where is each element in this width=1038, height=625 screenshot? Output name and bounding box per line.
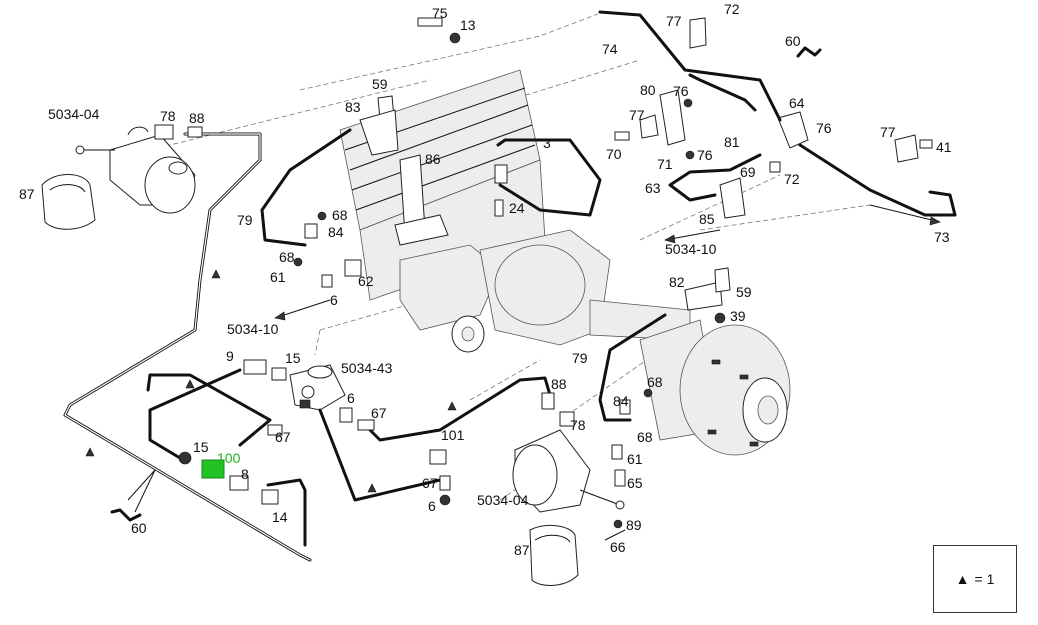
label-62: 62 [358,273,374,289]
brake-chamber-upper [75,126,196,214]
heat-shields [41,174,579,586]
label-61: 61 [270,269,286,285]
label-81: 81 [724,134,740,150]
label-69: 69 [740,164,756,180]
label-67: 67 [371,405,387,421]
label-3: 3 [543,135,551,151]
legend-text: = 1 [974,571,995,587]
label-24: 24 [509,200,525,216]
label-15: 15 [193,439,209,455]
label-41: 41 [936,139,952,155]
label-78: 78 [160,108,176,124]
label-89: 89 [626,517,642,533]
label-75: 75 [432,5,448,21]
label-5034-10: 5034-10 [227,321,279,337]
label-64: 64 [789,95,805,111]
label-15: 15 [285,350,301,366]
label-60: 60 [785,33,801,49]
label-77: 77 [880,124,896,140]
reference-arrows [127,204,941,513]
label-86: 86 [425,151,441,167]
label-82: 82 [669,274,685,290]
wheel-hub-right [639,319,791,456]
label-88: 88 [551,376,567,392]
brackets [359,17,919,311]
triangle-markers [85,269,457,493]
label-66: 66 [610,539,626,555]
label-76: 76 [697,147,713,163]
label-77: 77 [666,13,682,29]
label-76: 76 [816,120,832,136]
label-59: 59 [736,284,752,300]
label-72: 72 [784,171,800,187]
label-74: 74 [602,41,618,57]
label-5034-43: 5034-43 [341,360,393,376]
triangle-icon: ▲ [955,571,970,587]
label-5034-10: 5034-10 [665,241,717,257]
brake-valve [289,364,346,411]
label-60: 60 [131,520,147,536]
part-labels: 75 13 77 72 74 60 5034-04 78 88 59 83 3 … [19,1,952,558]
label-70: 70 [606,146,622,162]
label-67: 67 [275,429,291,445]
label-65: 65 [627,475,643,491]
label-87: 87 [19,186,35,202]
label-6: 6 [347,390,355,406]
label-76: 76 [673,83,689,99]
label-5034-04: 5034-04 [477,492,529,508]
highlighted-part-100[interactable] [201,459,225,479]
label-77: 77 [629,107,645,123]
label-72: 72 [724,1,740,17]
label-84: 84 [328,224,344,240]
label-73: 73 [934,229,950,245]
label-68: 68 [637,429,653,445]
label-6: 6 [428,498,436,514]
label-61: 61 [627,451,643,467]
label-87: 87 [514,542,530,558]
label-9: 9 [226,348,234,364]
label-84: 84 [613,393,629,409]
label-88: 88 [189,110,205,126]
label-80: 80 [640,82,656,98]
label-71: 71 [657,156,673,172]
fittings [154,17,933,541]
label-5034-04: 5034-04 [48,106,100,122]
label-63: 63 [645,180,661,196]
label-59: 59 [372,76,388,92]
label-6: 6 [330,292,338,308]
air-lines [63,10,957,562]
brake-chamber-lower [512,429,625,513]
rear-axle-housing [399,229,691,353]
label-100-highlighted: 100 [217,450,241,466]
label-85: 85 [699,211,715,227]
label-68: 68 [647,374,663,390]
label-101: 101 [441,427,465,443]
label-39: 39 [730,308,746,324]
label-68: 68 [279,249,295,265]
label-68: 68 [332,207,348,223]
label-14: 14 [272,509,288,525]
label-8: 8 [241,466,249,482]
label-13: 13 [460,17,476,33]
label-79: 79 [237,212,253,228]
legend: ▲ = 1 [933,545,1017,613]
label-78: 78 [570,417,586,433]
label-83: 83 [345,99,361,115]
label-67: 67 [422,475,438,491]
label-79: 79 [572,350,588,366]
